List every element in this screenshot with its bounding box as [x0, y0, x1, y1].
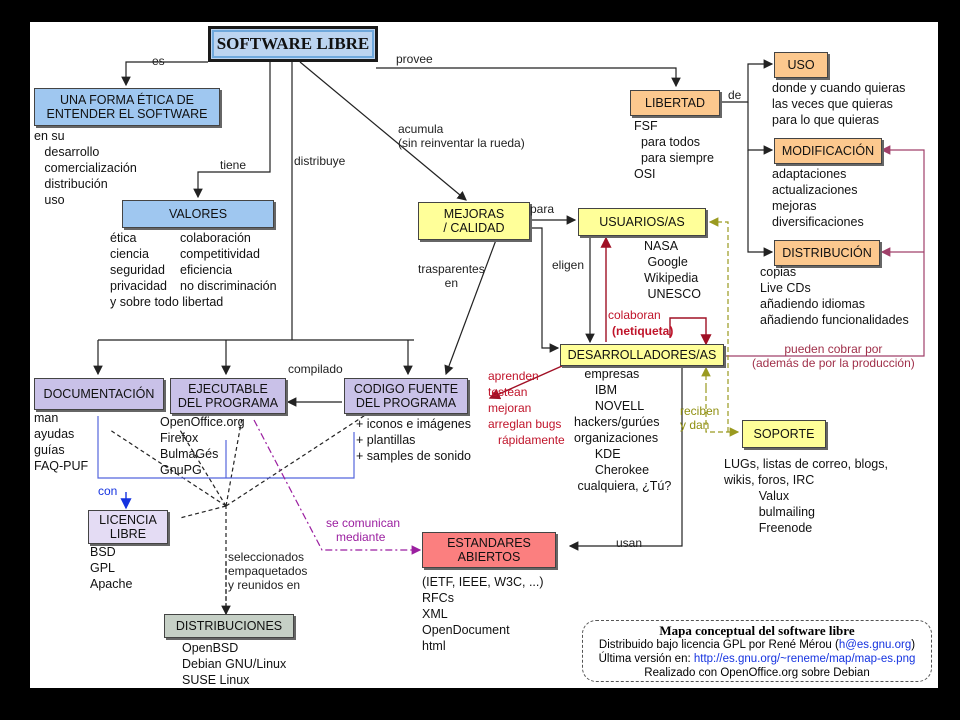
list-distribuciones: OpenBSD Debian GNU/Linux SUSE Linux — [182, 641, 287, 687]
node-libertad: LIBERTAD — [630, 90, 720, 116]
list-forma-etica: en su desarrollo comercialización distri… — [34, 129, 137, 207]
node-usuarios: USUARIOS/AS — [578, 208, 706, 236]
link-de-dist — [747, 150, 774, 257]
dash-1 — [109, 429, 227, 507]
dash-3 — [225, 417, 243, 507]
credits-email-link[interactable]: h@es.gnu.org — [838, 639, 912, 651]
label-colaboran: colaboran — [608, 308, 661, 322]
label-es: es — [152, 54, 165, 68]
list-valores-right: colaboración competitividad eficiencia n… — [180, 231, 277, 293]
credits-title: Mapa conceptual del software libre — [659, 623, 855, 638]
node-licencia: LICENCIA LIBRE — [88, 510, 168, 544]
label-con: con — [98, 484, 118, 498]
label-provee: provee — [396, 52, 433, 66]
label-trasparentes: trasparentes en — [418, 262, 485, 290]
credits-line1-post: ) — [911, 639, 916, 651]
link-usan — [568, 366, 683, 551]
node-forma-etica: UNA FORMA ÉTICA DE ENTENDER EL SOFTWARE — [34, 88, 220, 126]
node-uso: USO — [774, 52, 828, 78]
link-tiene — [193, 58, 271, 199]
connection-lines — [93, 58, 925, 616]
node-codigo-fuente: CODIGO FUENTE DEL PROGRAMA — [344, 378, 468, 414]
dash-2 — [179, 429, 227, 507]
link-reciben — [705, 388, 740, 437]
label-tiene: tiene — [220, 158, 247, 172]
node-documentacion: DOCUMENTACIÓN — [34, 378, 164, 410]
label-de: de — [728, 88, 742, 102]
node-valores: VALORES — [122, 200, 274, 228]
label-compilado: compilado — [288, 362, 343, 376]
link-de — [720, 59, 774, 103]
link-soporte-usuarios — [708, 217, 729, 432]
link-netiqueta — [669, 317, 712, 346]
link-acumula — [299, 61, 467, 201]
link-de-mod — [747, 102, 774, 155]
credits-line2: Última versión en: http://es.gnu.org/~re… — [583, 652, 931, 666]
label-acumula: acumula (sin reinventar la rueda) — [398, 122, 525, 150]
label-netiqueta: (netiqueta) — [612, 324, 674, 338]
node-software-libre: SOFTWARE LIBRE — [208, 26, 378, 62]
link-mejoras-dev — [530, 227, 560, 353]
credits-line2-pre: Última versión en: — [598, 653, 694, 665]
list-valores-left: ética ciencia seguridad privacidad y sob… — [110, 231, 224, 309]
list-licencia: BSD GPL Apache — [90, 545, 133, 591]
link-cobrar-mod — [724, 145, 925, 357]
credits-line1: Distribuido bajo licencia GPL por René M… — [583, 638, 931, 652]
link-aprenden — [488, 365, 563, 400]
label-aprenden: aprenden testean mejoran arreglan bugs r… — [488, 369, 565, 447]
node-ejecutable: EJECUTABLE DEL PROGRAMA — [170, 378, 286, 414]
list-codigo-fuente: + iconos e imágenes + plantillas + sampl… — [356, 417, 472, 463]
credits-line3: Realizado con OpenOffice.org sobre Debia… — [644, 667, 870, 679]
list-modificacion: adaptaciones actualizaciones mejoras div… — [772, 167, 864, 229]
link-se-comunican — [253, 419, 422, 555]
credits-box: Mapa conceptual del software libre Distr… — [582, 620, 932, 682]
label-pueden-cobrar: pueden cobrar por (además de por la prod… — [752, 342, 915, 370]
list-soporte: LUGs, listas de correo, blogs, wikis, fo… — [724, 457, 888, 535]
list-libertad: FSF para todos para siempre OSI — [634, 119, 714, 181]
list-distribucion: copias Live CDs añadiendo idiomas añadie… — [760, 265, 909, 327]
node-estandares: ESTANDARES ABIERTOS — [422, 532, 556, 568]
credits-url-link[interactable]: http://es.gnu.org/~reneme/map/map-es.png — [693, 653, 916, 665]
list-ejecutable: OpenOffice.org Firefox BulmaGés GnuPG — [160, 415, 245, 477]
label-eligen: eligen — [552, 258, 585, 272]
dash-4 — [225, 411, 371, 507]
link-provee — [376, 67, 681, 88]
label-seleccionados: seleccionados empaquetados y reunidos en — [228, 550, 308, 592]
node-distribuciones: DISTRIBUCIONES — [164, 614, 294, 638]
node-distribucion: DISTRIBUCIÓN — [774, 240, 880, 266]
dash-5 — [179, 505, 227, 519]
label-para: para — [530, 202, 555, 216]
label-usan: usan — [616, 536, 643, 550]
node-modificacion: MODIFICACIÓN — [774, 138, 882, 164]
node-mejoras: MEJORAS / CALIDAD — [418, 202, 530, 240]
list-documentacion: man ayudas guías FAQ-PUF — [34, 411, 89, 473]
credits-line1-pre: Distribuido bajo licencia GPL por René M… — [598, 639, 839, 651]
concept-map: SOFTWARE LIBRE UNA FORMA ÉTICA DE ENTEND… — [30, 22, 938, 688]
list-usuarios: NASA Google Wikipedia UNESCO — [644, 239, 701, 301]
link-es — [121, 61, 208, 87]
label-se-comunican: se comunican mediante — [326, 516, 401, 544]
node-desarrolladores: DESARROLLADORES/AS — [560, 344, 724, 366]
label-reciben: reciben y dan — [680, 404, 720, 432]
link-trasparentes — [444, 239, 497, 376]
node-soporte: SOPORTE — [742, 420, 826, 448]
list-desarrolladores: empresas IBM NOVELL hackers/gurúes organ… — [574, 367, 672, 493]
list-estandares: (IETF, IEEE, W3C, ...) RFCs XML OpenDocu… — [422, 575, 544, 653]
list-uso: donde y cuando quieras las veces que qui… — [772, 81, 906, 127]
label-distribuye: distribuye — [294, 154, 346, 168]
